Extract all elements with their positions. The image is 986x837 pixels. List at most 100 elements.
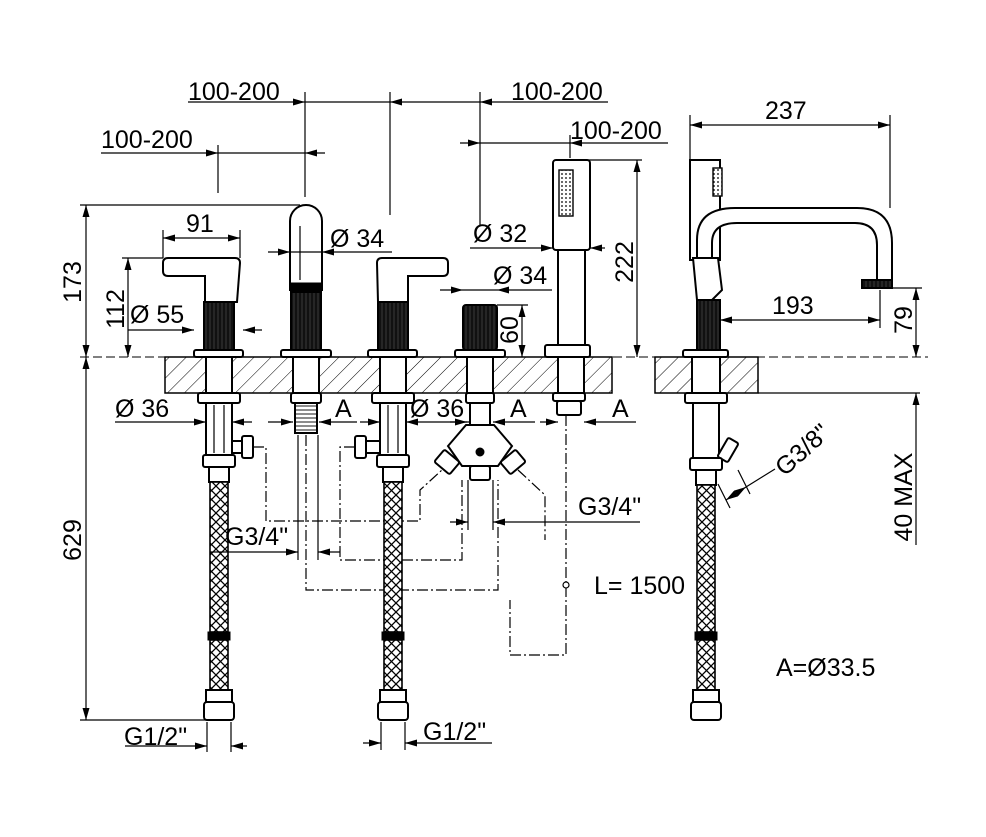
side-view-shank (691, 356, 721, 394)
left-valve-braided-hose (209, 481, 229, 633)
label-spout-inlet-thread: G3/4" (225, 523, 288, 551)
label-supply-thread-left: G1/2" (124, 723, 187, 751)
spout (280, 204, 332, 434)
side-view-hose-end-fitting (692, 689, 720, 703)
diverter-knob (462, 304, 498, 351)
spout-shank (292, 356, 320, 394)
label-deck-thickness: 40 MAX (890, 452, 918, 541)
right-valve-lever-handle (375, 257, 449, 303)
handshower-holder (544, 344, 591, 358)
side-view-hose-band (694, 631, 718, 641)
handshower-shank (557, 356, 585, 394)
side-view-hose-fitting (695, 469, 717, 486)
right-valve-knurled-body (377, 301, 409, 351)
label-spacing-top-right: 100-200 (511, 78, 603, 106)
dim-line-side-outlet-leader (745, 468, 776, 488)
left-valve-outlet-pipe (231, 440, 243, 454)
left-valve-hose-end-nut (203, 701, 235, 721)
left-valve-lever-handle (162, 257, 242, 303)
label-right-shank-diameter: Ø 36 (410, 395, 464, 423)
handshower-spray-face (558, 169, 574, 217)
ext-line-side-outlet-a (717, 483, 731, 509)
dimension-lines (80, 92, 922, 752)
label-spacing-left: 100-200 (101, 126, 193, 154)
spout-side-view (682, 159, 893, 721)
label-diverter-inlet-thread: G3/4" (578, 493, 641, 521)
right-valve-hose-fitting (382, 466, 404, 483)
left-valve-braided-hose-lower (209, 639, 229, 691)
label-diverter-hole: A (510, 395, 527, 423)
side-view-knurled-body (696, 299, 721, 351)
handshower-handle (557, 249, 586, 346)
left-valve-flange (193, 349, 244, 358)
side-view-body (692, 402, 720, 459)
label-left-shank-diameter: Ø 36 (115, 395, 169, 423)
side-view-lever (691, 257, 724, 301)
spout-flange (280, 349, 332, 358)
spout-body (289, 204, 323, 291)
label-below-deck-length: 629 (59, 519, 87, 561)
note-hole-diameter: A=Ø33.5 (776, 654, 875, 682)
label-handle-height: 112 (102, 289, 130, 329)
ext-line-side-outlet-b (737, 469, 751, 495)
label-spout-clearance: 79 (890, 306, 918, 334)
label-spout-reach: 193 (772, 292, 814, 320)
handshower-hose-length-marker (562, 581, 570, 589)
label-diverter-height: 60 (496, 316, 524, 344)
label-supply-thread-right: G1/2" (423, 718, 486, 746)
diverter-center-mark (475, 447, 485, 457)
left-valve-cartridge-body (205, 402, 233, 456)
side-view-flange (682, 349, 729, 358)
left-valve-inlet-nut (202, 454, 236, 468)
diverter-bottom-port-nut (469, 465, 491, 481)
hose-route-diverter-out (517, 469, 546, 540)
side-view-spout-nozzle (861, 279, 893, 289)
spout-knurled-body (290, 291, 322, 351)
left-valve-hose-fitting (208, 466, 230, 483)
right-valve-outlet-nut (354, 435, 367, 459)
diverter (434, 304, 526, 481)
hose-route-right-valve (339, 446, 463, 561)
left-valve-lock-nut (197, 392, 241, 404)
left-valve-hose-band (207, 631, 231, 641)
right-valve-inlet-nut (376, 454, 410, 468)
side-view-braided-hose-lower (696, 639, 716, 691)
right-valve-shank (379, 356, 407, 394)
side-view-hose-end-nut (690, 701, 722, 721)
left-valve-shank (205, 356, 233, 394)
label-spout-diameter: Ø 34 (330, 225, 384, 253)
spout-lock-nut (290, 392, 322, 404)
label-side-outlet-thread: G3/8" (770, 419, 836, 482)
right-valve-hose-end-fitting (379, 689, 407, 703)
side-view-inlet-nut (689, 457, 723, 471)
diverter-right-port-nut (500, 449, 526, 475)
spout-threaded-inlet (294, 402, 318, 434)
hose-routing (253, 415, 567, 656)
right-valve-braided-hose-lower (383, 639, 403, 691)
left-valve-outlet-nut (241, 435, 254, 459)
hose-route-left-valve (253, 446, 443, 522)
left-valve (162, 257, 254, 721)
diverter-flange (454, 349, 506, 358)
label-flange-diameter: Ø 55 (130, 301, 184, 329)
label-handle-width: 91 (186, 210, 214, 238)
diverter-stem (469, 402, 491, 426)
dimension-labels: 100-200 100-200 100-200 100-200 237 91 Ø… (59, 78, 918, 751)
right-valve-outlet-pipe (365, 440, 381, 454)
side-view-handshower-detail (712, 167, 723, 197)
handshower (544, 159, 591, 416)
right-valve-hose-end-nut (377, 701, 409, 721)
right-valve-cartridge-body (379, 402, 407, 456)
diverter-left-port-nut (434, 449, 460, 475)
label-handshower-hose-length: L= 1500 (594, 572, 685, 600)
right-valve-lock-nut (371, 392, 415, 404)
label-spacing-right: 100-200 (570, 117, 662, 145)
right-valve-hose-band (381, 631, 405, 641)
right-valve-flange (367, 349, 418, 358)
spout-aerator (290, 282, 322, 290)
diverter-lock-nut (465, 392, 495, 404)
right-valve (354, 257, 449, 721)
label-handshower-hole: A (612, 395, 629, 423)
hose-route-handshower (509, 415, 567, 656)
